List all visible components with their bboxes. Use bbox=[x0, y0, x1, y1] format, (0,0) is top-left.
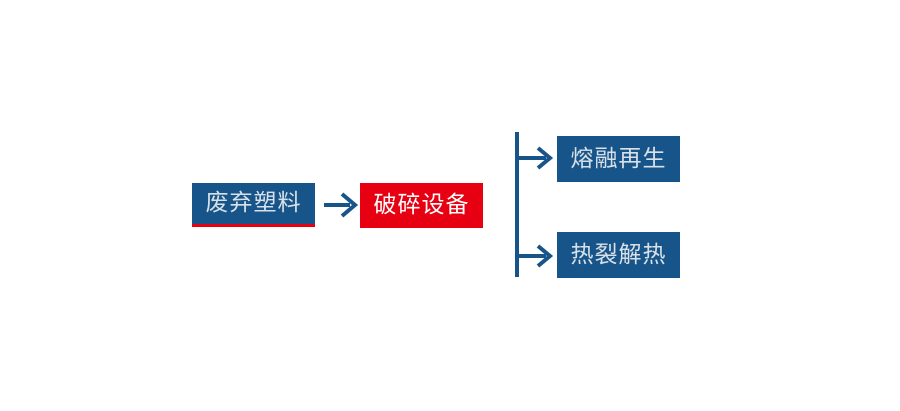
arrow-right-icon bbox=[324, 192, 359, 218]
node-crushing-equipment[interactable]: 破碎设备 bbox=[360, 183, 483, 228]
node-waste-plastic-accent-bar bbox=[192, 224, 315, 227]
branch-arrowhead-lower bbox=[536, 244, 554, 268]
node-output-pyrolysis-heat-label: 热裂解热 bbox=[570, 241, 667, 268]
node-crushing-equipment-label: 破碎设备 bbox=[373, 192, 470, 218]
node-output-melt-regeneration[interactable]: 熔融再生 bbox=[557, 136, 680, 182]
node-waste-plastic[interactable]: 废弃塑料 bbox=[192, 183, 315, 224]
node-waste-plastic-label: 废弃塑料 bbox=[205, 190, 302, 216]
node-output-pyrolysis-heat[interactable]: 热裂解热 bbox=[557, 232, 680, 278]
node-output-melt-regeneration-label: 熔融再生 bbox=[570, 145, 667, 172]
split-bracket-icon bbox=[515, 132, 554, 277]
branch-arrowhead-upper bbox=[536, 146, 554, 170]
